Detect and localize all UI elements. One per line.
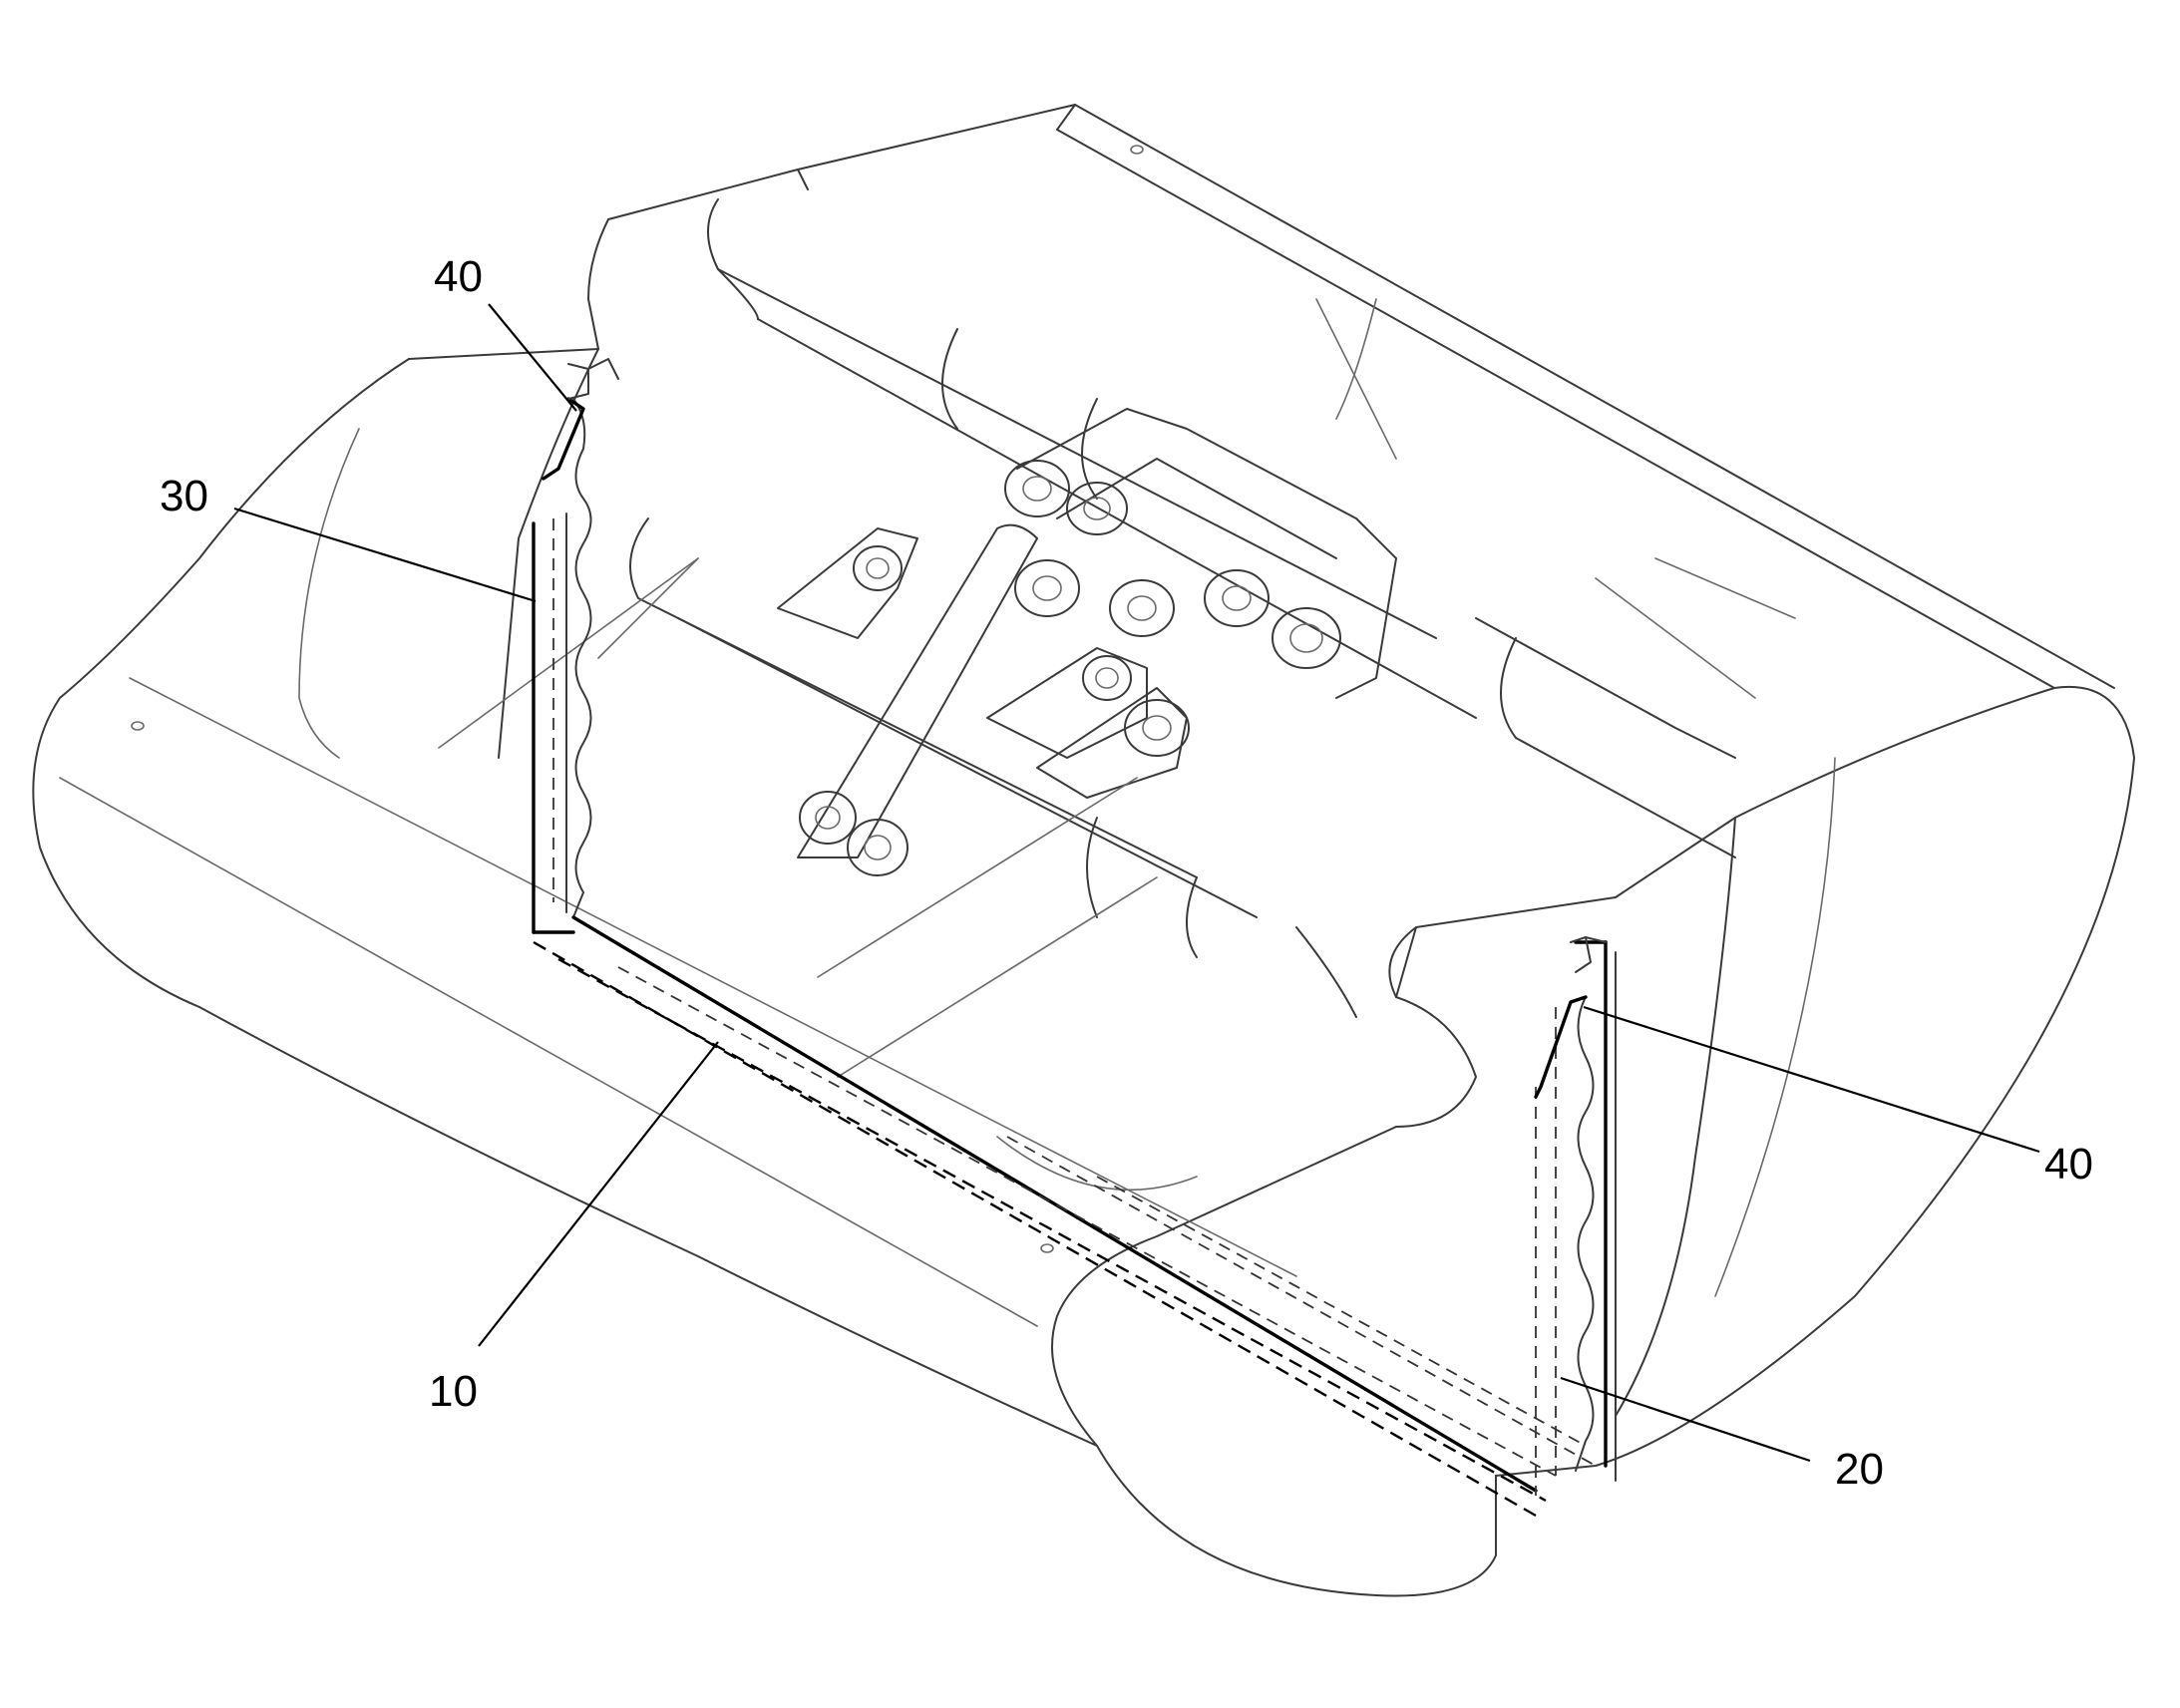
right-wear-plate (1535, 940, 1617, 1496)
left-wear-plate (532, 398, 592, 934)
leader-30 (233, 507, 537, 603)
leader-lines (233, 303, 2040, 1463)
ref-40-top: 40 (434, 252, 483, 301)
rear-shaft (707, 198, 1736, 858)
bucket-shell (32, 104, 2135, 1597)
front-shaft (629, 517, 1258, 958)
ref-40-right: 40 (2044, 1140, 2093, 1189)
ref-30: 30 (160, 472, 208, 520)
reference-numerals: 40 30 10 40 20 (160, 252, 2093, 1494)
right-top-tab (1534, 936, 1607, 1099)
leader-20 (1560, 1376, 1811, 1463)
ref-10: 10 (429, 1367, 478, 1416)
leader-40-top (488, 303, 577, 412)
leader-40-right (1583, 1005, 2040, 1154)
left-top-tab (542, 358, 619, 481)
cutting-edge (533, 915, 1597, 1518)
inner-ribs (438, 298, 1796, 1192)
leader-10 (478, 1041, 719, 1347)
ref-20: 20 (1835, 1445, 1884, 1494)
linkage-assembly (777, 408, 1397, 876)
